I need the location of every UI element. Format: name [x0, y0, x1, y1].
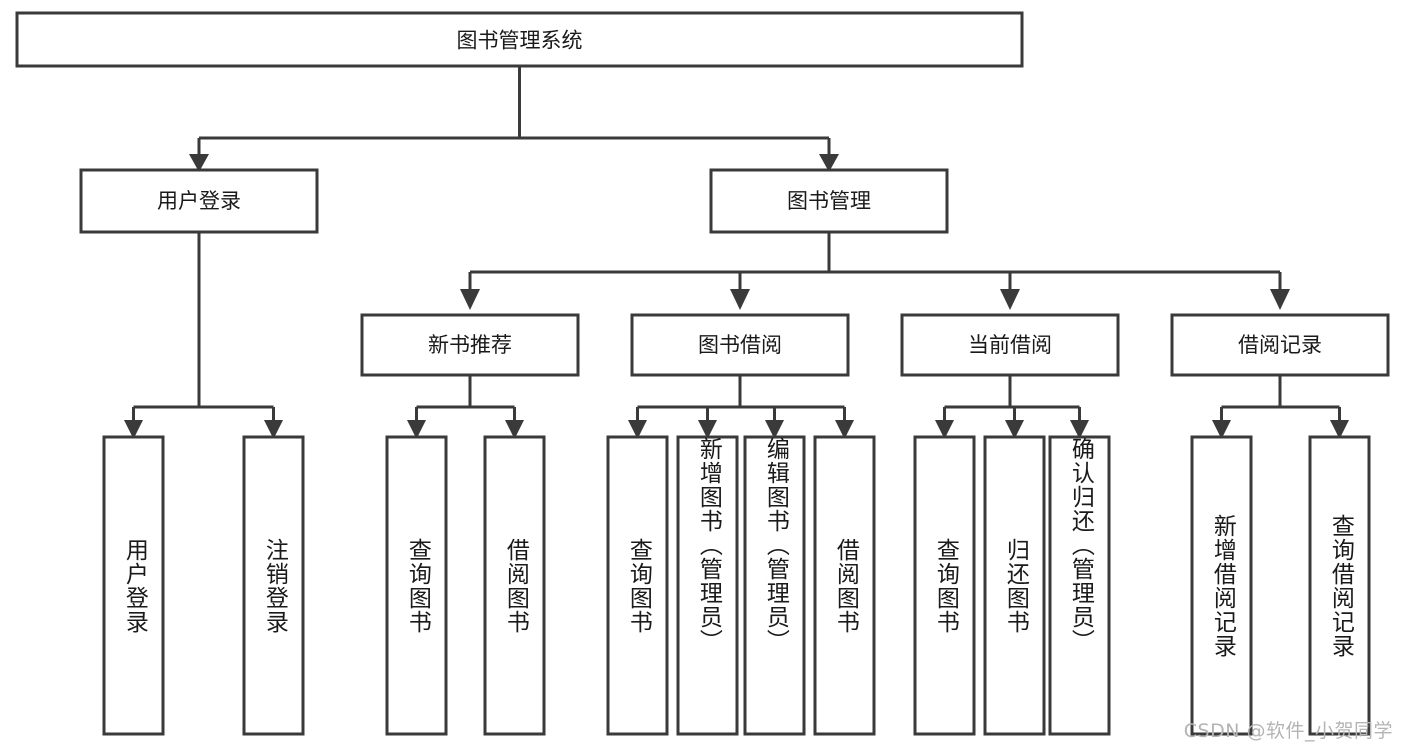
node-borrow-record-label: 借阅记录 — [1238, 333, 1322, 357]
arrow-root-to-user-login — [189, 154, 209, 172]
arrow-to-new-book-rec — [460, 289, 480, 310]
node-new-book-recommend[interactable] — [360, 313, 580, 377]
arrow-br-leaf1 — [1212, 420, 1231, 439]
arrow-nbr-leaf1 — [407, 420, 426, 439]
leaf-box-query-borrow-record[interactable] — [1308, 435, 1371, 736]
arrow-cb-leaf2 — [1005, 420, 1024, 439]
node-book-management[interactable] — [709, 168, 949, 234]
node-root-book-management-system[interactable] — [15, 11, 1024, 68]
leaf-box-edit-book-admin[interactable] — [743, 435, 806, 736]
leaf-box-query-book-current[interactable] — [913, 435, 976, 736]
arrow-br-leaf2 — [1330, 420, 1349, 439]
arrow-bb-leaf2 — [698, 420, 717, 439]
leaf-box-return-book[interactable] — [983, 435, 1046, 736]
arrow-nbr-leaf2 — [505, 420, 524, 439]
node-root-label: 图书管理系统 — [457, 29, 583, 53]
arrow-cb-leaf1 — [935, 420, 954, 439]
leaf-box-borrow-book-new[interactable] — [483, 435, 546, 736]
node-borrow-record[interactable] — [1170, 313, 1390, 377]
arrow-to-book-borrow — [730, 289, 750, 310]
leaf-box-borrow-book[interactable] — [813, 435, 876, 736]
node-current-borrow[interactable] — [900, 313, 1120, 377]
node-user-login[interactable] — [79, 168, 319, 234]
arrow-user-login-leaf1 — [124, 420, 143, 439]
leaf-box-add-borrow-record[interactable] — [1190, 435, 1253, 736]
leaf-box-user-login[interactable] — [102, 435, 165, 736]
arrow-cb-leaf3 — [1070, 420, 1089, 439]
leaf-box-confirm-return-admin[interactable] — [1048, 435, 1111, 736]
node-new-book-recommend-label: 新书推荐 — [428, 333, 512, 357]
leaf-box-query-book-borrow[interactable] — [606, 435, 669, 736]
leaf-box-add-book-admin[interactable] — [676, 435, 739, 736]
node-book-management-label: 图书管理 — [787, 189, 871, 213]
leaf-box-logout[interactable] — [242, 435, 305, 736]
arrow-to-borrow-record — [1270, 289, 1290, 310]
arrow-bb-leaf1 — [628, 420, 647, 439]
arrow-bb-leaf3 — [765, 420, 784, 439]
arrow-bb-leaf4 — [835, 420, 854, 439]
node-layer: 图书管理系统 用户登录 图书管理 新书推荐 图书借阅 当前借阅 借阅记录 — [15, 11, 1390, 736]
arrow-user-login-leaf2 — [264, 420, 283, 439]
node-current-borrow-label: 当前借阅 — [968, 333, 1052, 357]
node-book-borrow[interactable] — [630, 313, 850, 377]
leaf-box-query-book-new[interactable] — [385, 435, 448, 736]
arrow-root-to-book-mgmt — [819, 154, 839, 172]
node-user-login-label: 用户登录 — [157, 189, 241, 213]
connector-layer — [124, 66, 1349, 439]
node-book-borrow-label: 图书借阅 — [698, 333, 782, 357]
arrow-to-current-borrow — [1000, 289, 1020, 310]
